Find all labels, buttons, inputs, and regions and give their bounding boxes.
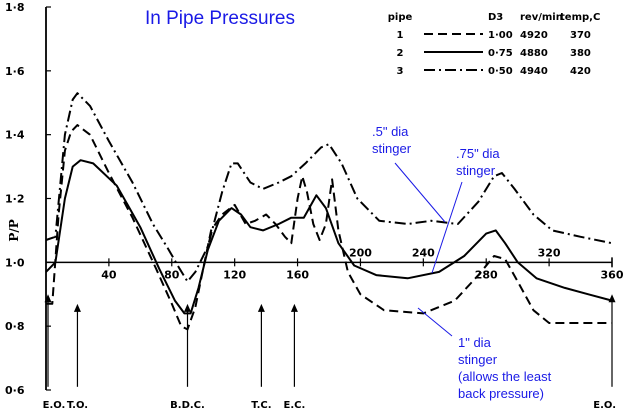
legend-rpm-value: 4920 (520, 30, 548, 41)
event-arrow-head (73, 303, 81, 312)
legend-temp-value: 370 (570, 30, 591, 41)
y-tick-label: 1·6 (5, 65, 25, 78)
x-tick-label: 80 (164, 268, 180, 281)
series-layer (45, 92, 613, 331)
y-tick-label: 1·2 (5, 193, 25, 206)
annotation-leader-line (431, 181, 463, 274)
event-label: E.O. (593, 400, 616, 411)
x-tick-label: 120 (223, 268, 246, 281)
legend-pipe-number: 2 (397, 48, 404, 59)
y-tick-label: 0·8 (5, 320, 25, 333)
x-tick-label: 200 (349, 246, 372, 259)
x-tick-label: 360 (601, 268, 624, 281)
annotation-text: back pressure) (458, 386, 544, 401)
event-label: B.D.C. (170, 400, 205, 411)
legend-pipe-number: 1 (397, 30, 404, 41)
series-line-pipe-2 (45, 159, 613, 315)
annotation-text: stinger (372, 141, 412, 156)
series-line-pipe-3 (45, 92, 613, 283)
x-tick-label: 240 (412, 246, 435, 259)
event-label: T.O. (67, 400, 88, 411)
legend-temp-value: 420 (570, 66, 591, 77)
event-label: E.C. (284, 400, 306, 411)
legend-header: temp,C (560, 12, 600, 23)
y-tick-label: 1·8 (5, 1, 25, 14)
legend-header: rev/min (520, 12, 563, 23)
legend-d3-value: 0·75 (488, 48, 513, 59)
series-line-pipe-1 (46, 124, 612, 331)
legend-temp-value: 380 (570, 48, 591, 59)
legend-pipe-number: 3 (397, 66, 404, 77)
annotation-text: .5" dia (372, 124, 409, 139)
annotation-leader-line (394, 162, 446, 223)
event-label: T.C. (251, 400, 271, 411)
event-arrow-head (44, 294, 52, 303)
y-tick-label: 0·6 (5, 384, 25, 397)
annotation-text: (allows the least (458, 369, 552, 384)
legend-header: pipe (388, 12, 413, 23)
legend-d3-value: 1·00 (488, 30, 513, 41)
annotation-text: 1" dia (458, 335, 492, 350)
legend-rpm-value: 4880 (520, 48, 548, 59)
y-tick-label: 1·0 (5, 256, 25, 269)
event-arrow-head (608, 294, 616, 303)
y-axis-label: P/P (7, 219, 21, 241)
legend-d3-value: 0·50 (488, 66, 513, 77)
y-tick-label: 1·4 (5, 129, 25, 142)
x-tick-label: 160 (286, 268, 309, 281)
annotation-text: stinger (456, 163, 496, 178)
annotation-text: .75" dia (456, 146, 500, 161)
event-arrow-head (184, 303, 191, 312)
annotation-text: stinger (458, 352, 498, 367)
annotations: .5" dia stinger .75" dia stinger 1" dia sting… (372, 124, 552, 401)
chart-title: In Pipe Pressures (145, 8, 295, 29)
event-arrow-head (257, 303, 265, 312)
annotation-leader-line (417, 307, 453, 337)
x-tick-label: 40 (101, 268, 117, 281)
legend-header: D3 (488, 12, 503, 23)
event-arrow-head (290, 303, 298, 312)
event-label: E.O. (43, 400, 66, 411)
legend-rpm-value: 4940 (520, 66, 548, 77)
x-tick-label: 320 (538, 246, 561, 259)
